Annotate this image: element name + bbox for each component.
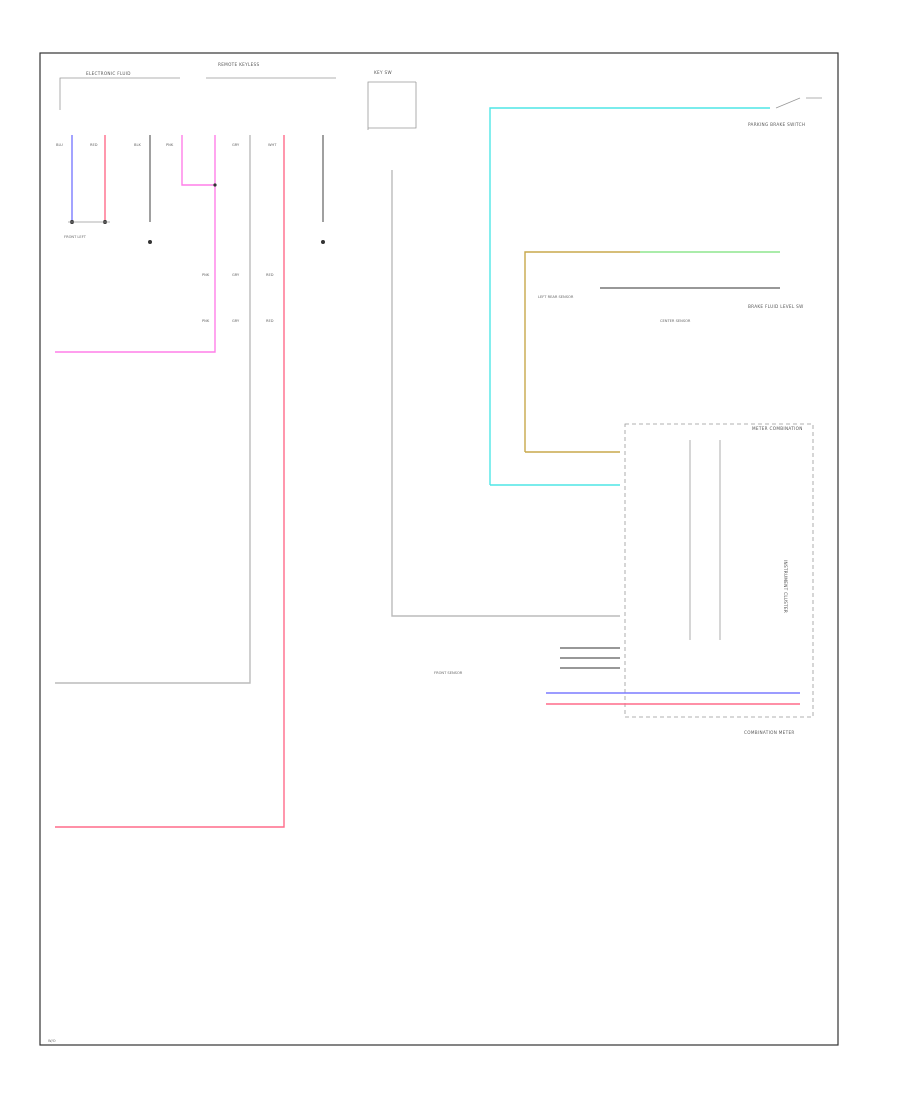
pin-label-gry-1: GRY xyxy=(232,273,240,277)
right-switch-1-label: PARKING BRAKE SWITCH xyxy=(748,122,805,127)
combination-meter-box xyxy=(624,423,814,718)
pin-label-blu-top: BLU xyxy=(56,143,63,147)
center-sensor-label: CENTER SENSOR xyxy=(660,319,691,323)
pin-label-wht-top: WHT xyxy=(268,143,277,147)
pin-label-red-top: RED xyxy=(90,143,98,147)
left-front-label: FRONT LEFT xyxy=(64,235,87,239)
header-bracket-left xyxy=(59,77,180,110)
pin-label-red-1: RED xyxy=(266,273,274,277)
top-left-header: ELECTRONIC FLUID xyxy=(86,71,131,76)
pin-label-red-2: RED xyxy=(266,319,274,323)
wire-gray-switch xyxy=(391,170,620,617)
junction-dot-pink xyxy=(213,183,217,187)
ground-dot-2 xyxy=(321,240,325,244)
right-switch-2-label: BRAKE FLUID LEVEL SW xyxy=(748,304,804,309)
wire-cyan xyxy=(489,107,770,485)
pin-label-gry-top: GRY xyxy=(232,143,240,147)
pin-label-pnk-1: PNK xyxy=(202,273,210,277)
wire-tan xyxy=(524,251,640,452)
wire-gray-1 xyxy=(55,135,251,684)
module-footer: COMBINATION METER xyxy=(744,730,795,735)
pin-label-blk-top: BLK xyxy=(134,143,141,147)
front-sensor-label: FRONT SENSOR xyxy=(434,671,463,675)
pin-label-gry-2: GRY xyxy=(232,319,240,323)
pin-label-pnk-2: PNK xyxy=(202,319,210,323)
module-title: METER COMBINATION xyxy=(752,426,803,431)
diagram-frame xyxy=(39,52,839,1046)
parking-switch-symbol xyxy=(775,97,822,109)
ground-dot-1 xyxy=(148,240,152,244)
wire-pink-a xyxy=(181,135,215,186)
module-side-label: INSTRUMENT CLUSTER xyxy=(783,560,788,613)
left-bottom-corner: W/O xyxy=(48,1039,56,1043)
switch-header: KEY SW xyxy=(374,70,392,75)
top-center-header: REMOTE KEYLESS xyxy=(218,62,259,67)
pin-label-pnk-top: PNK xyxy=(166,143,174,147)
key-switch-box xyxy=(367,81,417,130)
left-sensor-label: LEFT REAR SENSOR xyxy=(538,295,574,299)
wire-pink-b xyxy=(55,135,216,353)
wire-red-long xyxy=(55,135,285,828)
